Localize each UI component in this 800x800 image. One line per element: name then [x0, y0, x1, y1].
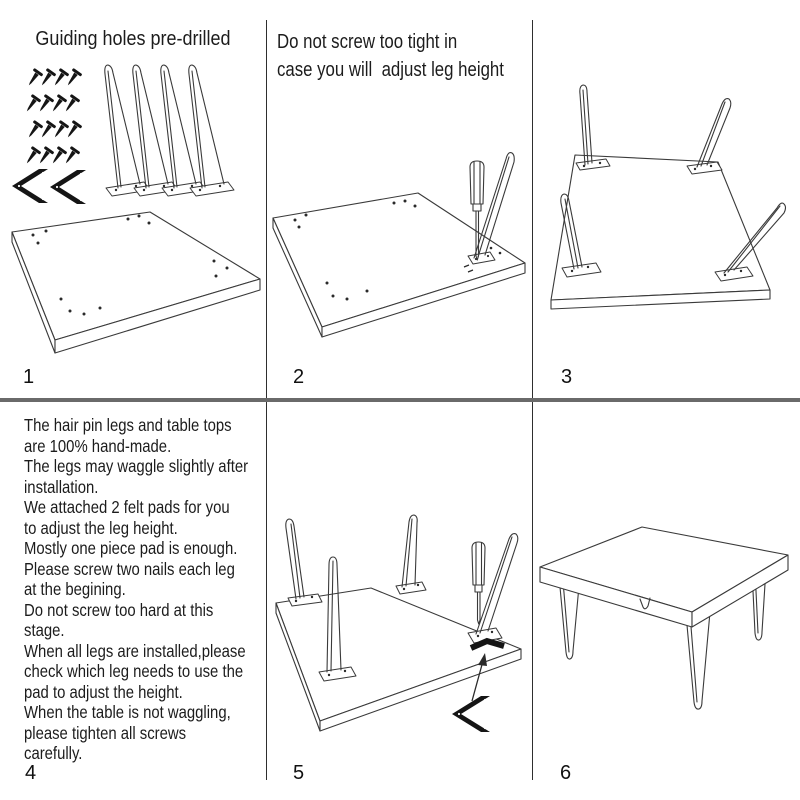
panel-5-number: 5	[293, 762, 305, 784]
panel-2-caption: Do not screw too tight in case you will …	[277, 28, 504, 84]
inverted-tabletop-icon	[550, 154, 771, 310]
panel-6-number: 6	[560, 762, 572, 784]
panel-1-number: 1	[23, 366, 35, 388]
instruction-line: Do not screw too hard at this	[24, 599, 214, 620]
hairpin-leg-icon	[318, 556, 357, 682]
panel-5: 5	[266, 402, 532, 784]
hairpin-leg-icon	[395, 514, 427, 595]
hairpin-leg-icon	[467, 533, 519, 644]
hairpin-legs-pack-icon	[104, 64, 235, 197]
panel-2-caption-line1: Do not screw too tight in	[277, 31, 458, 53]
panel-6-illustration	[539, 526, 789, 710]
panel-4-number: 4	[25, 762, 37, 784]
inverted-tabletop-icon	[275, 587, 522, 732]
instruction-line: are 100% hand-made.	[24, 435, 172, 456]
row-divider	[0, 398, 800, 402]
panel-2-illustration	[272, 152, 526, 338]
instruction-line: stage.	[24, 620, 65, 640]
felt-pad-icon	[452, 696, 490, 732]
hairpin-leg-icon	[467, 152, 515, 265]
panel-5-illustration	[275, 514, 522, 732]
panel-1: Guiding holes pre-drilled 1	[0, 20, 266, 398]
hairpin-leg-icon	[686, 98, 732, 175]
panel-2-number: 2	[293, 366, 305, 388]
panel-6: 6	[532, 402, 800, 784]
panel-1-title: Guiding holes pre-drilled	[35, 28, 231, 50]
panel-2-caption-line2: case you will adjust leg height	[277, 59, 504, 81]
instruction-line: at the begining.	[24, 579, 126, 599]
hairpin-leg-icon	[575, 84, 611, 171]
hairpin-leg-icon	[285, 518, 323, 607]
instruction-line: When all legs are installed,please	[24, 640, 246, 661]
instruction-line: check which leg needs to use the	[24, 661, 244, 681]
hairpin-leg-icon	[560, 193, 602, 278]
instruction-line: to adjust the leg height.	[24, 517, 178, 538]
instruction-line: pad to adjust the height.	[24, 681, 183, 702]
panel-1-illustration	[11, 64, 261, 354]
instruction-line: installation.	[24, 476, 99, 497]
tabletop-with-guide-holes-icon	[11, 211, 261, 354]
felt-pad-installed-icon	[469, 637, 505, 651]
panel-3-number: 3	[561, 366, 573, 388]
instruction-line: please tighten all screws	[24, 722, 187, 743]
panel-3-illustration	[550, 84, 787, 310]
assembled-table-icon	[539, 526, 789, 710]
felt-pad-brackets-icon	[12, 169, 86, 204]
panel-3: 3	[532, 20, 800, 398]
panel-4: The hair pin legs and table tops are 100…	[0, 402, 266, 784]
screws-pack-icon	[22, 67, 83, 167]
hairpin-leg-icon	[714, 202, 787, 282]
panel-2: Do not screw too tight in case you will …	[266, 20, 532, 398]
screwdriver-icon	[471, 541, 486, 625]
panel-4-instructions: The hair pin legs and table tops are 100…	[24, 415, 248, 764]
instruction-line: The hair pin legs and table tops	[24, 415, 232, 435]
instruction-line: Please screw two nails each leg	[24, 558, 235, 579]
instruction-line: carefully.	[24, 743, 83, 763]
instruction-line: The legs may waggle slightly after	[24, 456, 249, 476]
felt-pad-insert-arrow-icon	[471, 653, 487, 702]
instruction-line: When the table is not waggling,	[24, 702, 231, 722]
tabletop-with-guide-holes-icon	[272, 192, 526, 338]
instruction-line: Mostly one piece pad is enough.	[24, 538, 238, 558]
screwdriver-icon	[463, 160, 485, 273]
instruction-line: We attached 2 felt pads for you	[24, 497, 230, 517]
